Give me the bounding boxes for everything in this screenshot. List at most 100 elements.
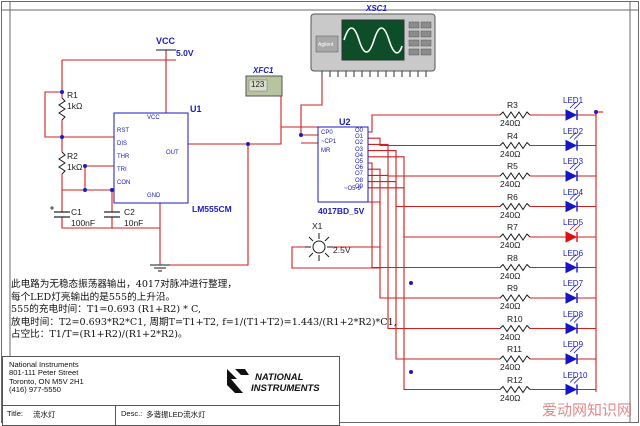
counter-pin-o4: O4 [355, 152, 364, 159]
resistor-value: 240Ω [500, 148, 521, 159]
capacitor-c2[interactable] [104, 211, 120, 218]
resistor-r8[interactable] [499, 263, 531, 272]
company-city: Toronto, ON M5V 2H1 [9, 376, 84, 386]
resistor-r11[interactable] [499, 355, 531, 363]
wire-o9 [368, 187, 500, 391]
led-ray [569, 101, 577, 109]
counter-pin-o5: O5 [355, 159, 364, 165]
led-ray [569, 345, 577, 353]
timer-pin-con: CON [117, 180, 131, 186]
timer-pin-dis: DIS [117, 141, 128, 147]
led-ref: LED1 [563, 96, 584, 105]
led-10[interactable] [565, 383, 578, 396]
led-9[interactable] [565, 353, 578, 365]
counter-pin-cp1: ~CP1 [321, 139, 337, 145]
led-ref: LED8 [563, 309, 584, 319]
wire-o5 [368, 162, 500, 269]
led-ray [569, 162, 577, 170]
resistor-r10[interactable] [499, 324, 531, 333]
timer-chip[interactable] [113, 112, 189, 204]
frequency-counter[interactable] [245, 75, 283, 97]
timer-pin-rst: RST [117, 128, 129, 134]
resistor-r12[interactable] [499, 385, 531, 394]
title-label: Title: [7, 409, 23, 418]
counter-pin-o9: O9 [355, 183, 364, 190]
led-ray [569, 284, 577, 292]
timer-pin-tri: TRI [117, 167, 127, 173]
note-line: 555的充电时间：T1=0.693 (R1+R2) * C, [11, 304, 202, 316]
c2-value: 10nF [124, 218, 144, 228]
led-ref: LED4 [563, 187, 584, 197]
resistor-r9[interactable] [499, 294, 531, 302]
lamp-x1[interactable] [305, 233, 333, 261]
resistor-r5[interactable] [499, 172, 531, 180]
vcc-label: VCC [156, 36, 176, 46]
ni-logo-line1: NATIONAL [255, 372, 304, 383]
led-ray [569, 376, 577, 383]
c2-ref: C2 [124, 207, 135, 217]
wire-o7 [368, 174, 500, 330]
wire [44, 91, 62, 138]
led-ray [569, 254, 577, 261]
resistor-value: 240Ω [500, 240, 521, 250]
capacitor-c1[interactable] [50, 206, 70, 218]
wire [248, 126, 318, 145]
counter-chip[interactable] [317, 126, 369, 203]
counter-pin-o0: O0 [355, 128, 364, 134]
led-ref: LED5 [563, 218, 584, 227]
resistor-r3[interactable] [499, 111, 531, 119]
counter-probe-value: 123 [251, 80, 265, 89]
resistor-value: 240Ω [500, 209, 521, 220]
wire-o3 [368, 150, 500, 208]
led-ray [573, 163, 581, 171]
counter-readout [248, 79, 268, 92]
company-info: National Instruments 801-111 Peter Stree… [9, 360, 84, 395]
resistor-r7[interactable] [499, 233, 531, 241]
led-ray [573, 377, 581, 384]
oscilloscope[interactable] [310, 13, 436, 77]
led-3[interactable] [565, 170, 578, 182]
led-ray [573, 316, 581, 323]
desc-value: 多谐振LED流水灯 [146, 410, 206, 419]
counter-part: 4017BD_5V [318, 206, 365, 216]
resistor-ref: R11 [507, 344, 522, 354]
note-line: 此电路为无稳态振荡器输出，4017对脉冲进行整理， [11, 279, 237, 290]
resistor-value: 240Ω [500, 270, 521, 281]
led-ray [573, 224, 581, 232]
led-5[interactable] [565, 231, 578, 243]
resistor-ref: R3 [507, 100, 518, 110]
led-ref: LED3 [563, 157, 584, 166]
resistor-r2[interactable] [58, 151, 66, 175]
resistor-value: 240Ω [500, 179, 521, 189]
counter-ref: U2 [339, 117, 351, 127]
wire-o1 [368, 137, 500, 147]
led-ref: LED7 [563, 279, 584, 288]
resistor-r6[interactable] [499, 202, 531, 211]
timer-ref: U1 [190, 104, 202, 114]
wire [87, 227, 161, 265]
watermark: 爱动网知识网 [541, 401, 632, 419]
led-ref: LED2 [563, 126, 584, 136]
led-1[interactable] [565, 109, 578, 121]
led-ray [569, 193, 577, 200]
led-ray [573, 102, 581, 110]
timer-pin-thr: THR [117, 154, 130, 160]
led-ref: LED10 [563, 370, 588, 380]
led-4[interactable] [565, 200, 578, 213]
scope-knobs[interactable] [408, 21, 432, 56]
led-2[interactable] [565, 139, 578, 152]
junction-dots [60, 90, 598, 374]
timer-pin-out: OUT [166, 150, 179, 156]
led-bank [499, 101, 581, 396]
resistor-r1[interactable] [58, 97, 66, 121]
led-6[interactable] [565, 261, 578, 274]
counter-pin-o3: O3 [355, 146, 364, 153]
led-8[interactable] [565, 322, 578, 335]
circuit-note: 此电路为无稳态振荡器输出，4017对脉冲进行整理， 每个LED灯亮输出的是555… [11, 279, 397, 342]
resistor-value: 240Ω [500, 331, 521, 342]
led-7[interactable] [565, 292, 578, 304]
resistor-r4[interactable] [499, 141, 531, 150]
resistor-ref: R6 [507, 191, 518, 202]
c1-ref: C1 [71, 207, 82, 217]
title-block: National Instruments 801-111 Peter Stree… [2, 356, 340, 426]
